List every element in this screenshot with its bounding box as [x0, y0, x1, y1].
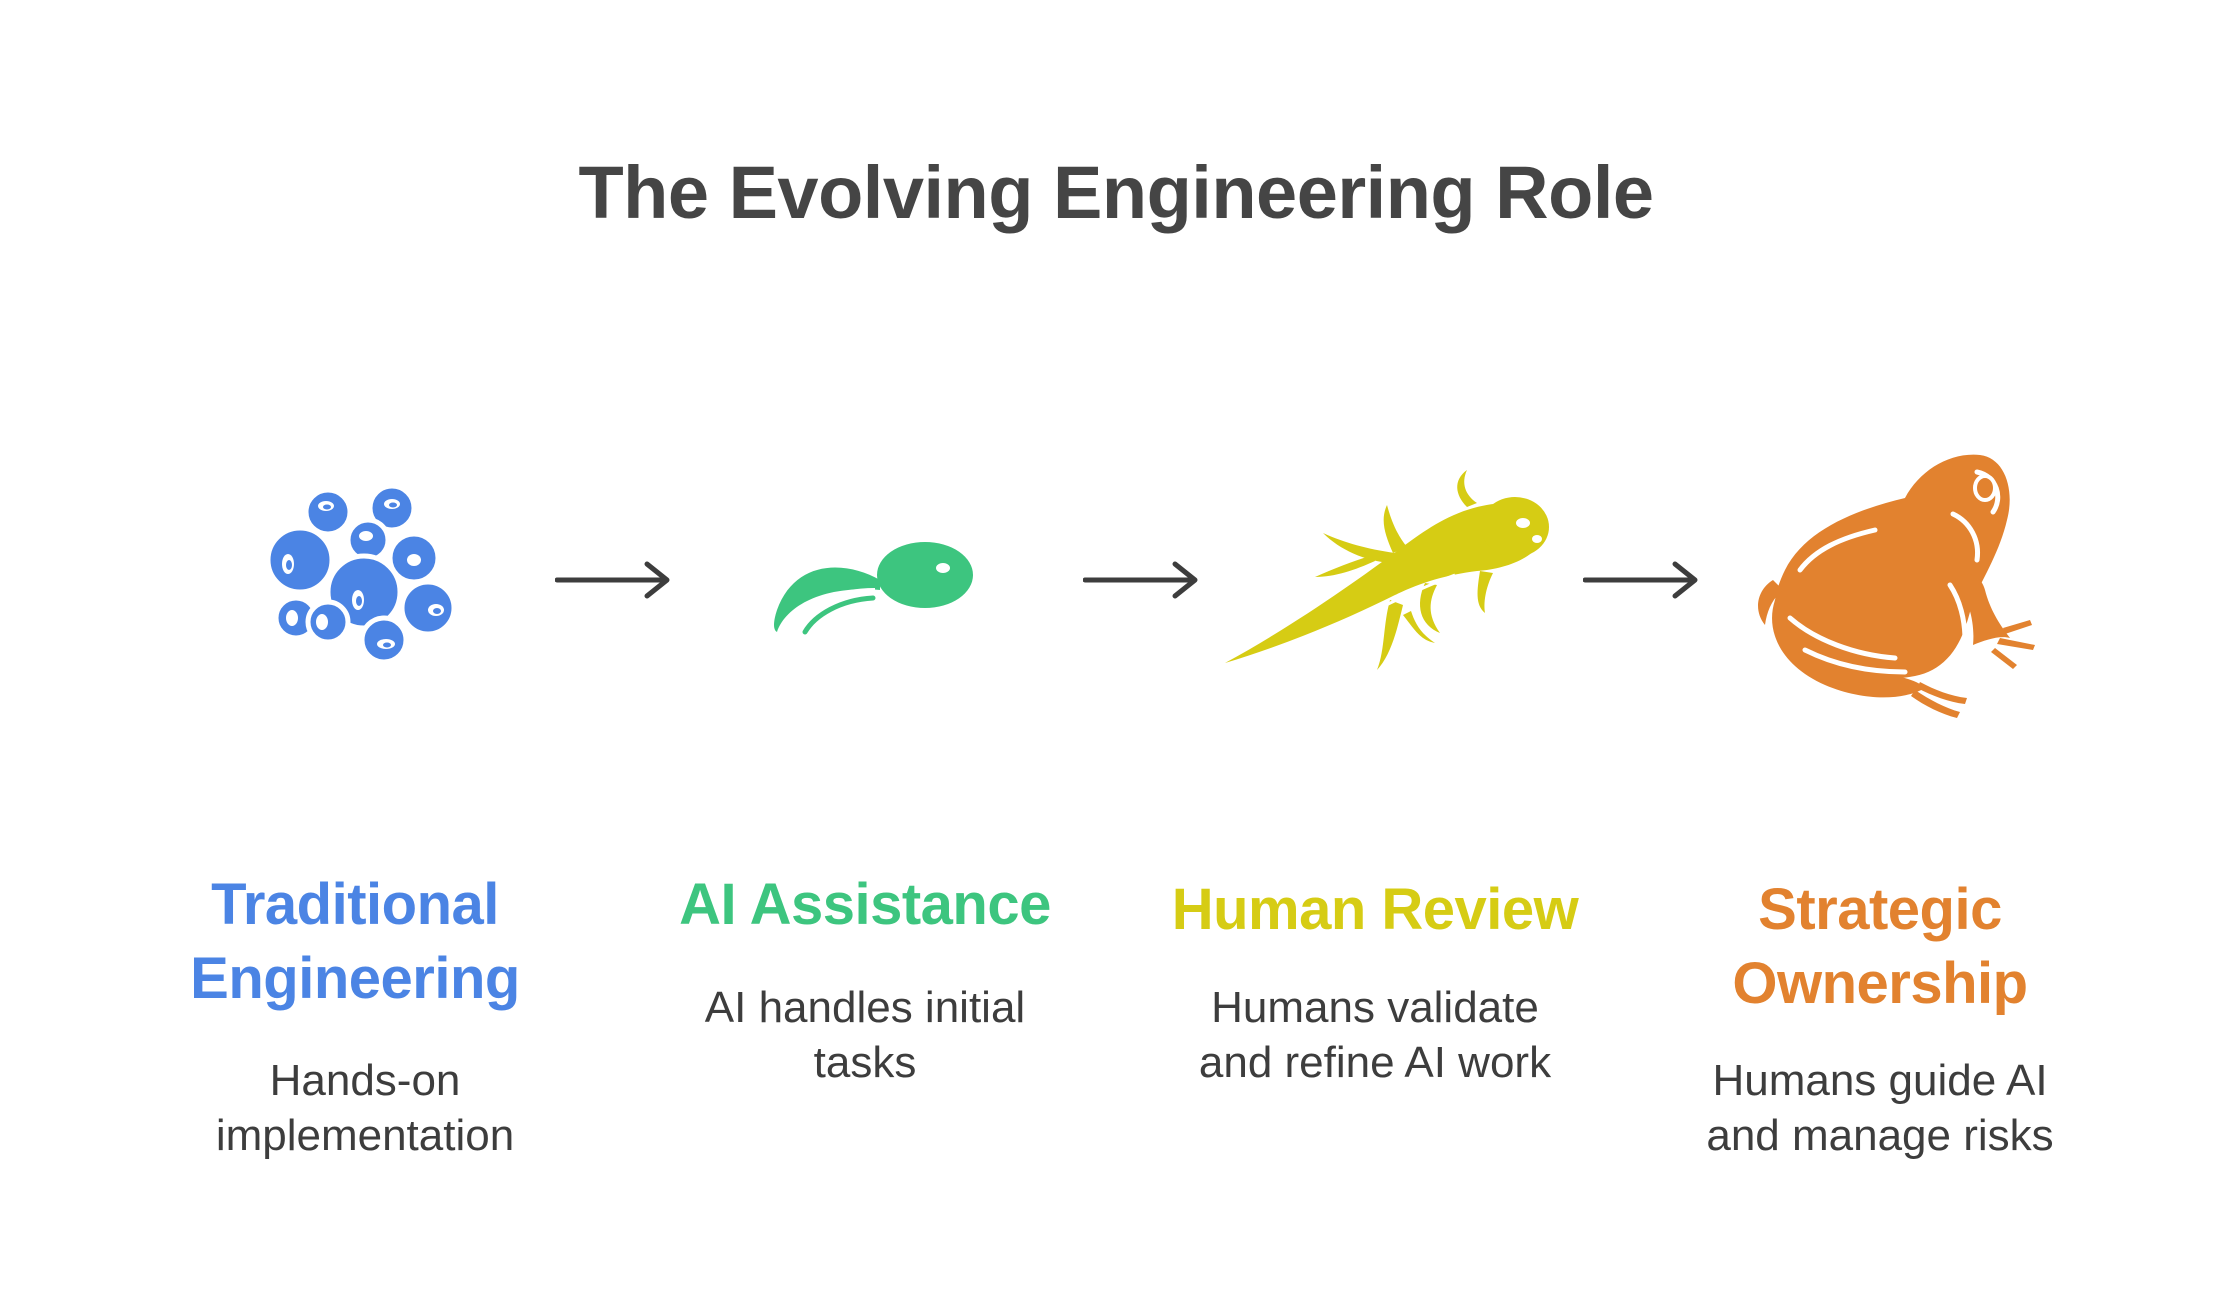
- stage-4-label: Strategic Ownership: [1680, 873, 2080, 1021]
- stage-3-description: Humans validate and refine AI work: [1160, 980, 1590, 1090]
- arrow-1: [555, 561, 670, 599]
- stage-4-desc-line2: and manage risks: [1706, 1111, 2054, 1160]
- frog-eggs-icon: [265, 483, 457, 665]
- stage-4-description: Humans guide AI and manage risks: [1670, 1053, 2090, 1163]
- stage-3-label: Human Review: [1160, 873, 1590, 947]
- froglet-icon: [1225, 470, 1549, 670]
- stage-1-desc-line2: implementation: [215, 1111, 515, 1160]
- stage-1-desc-line1: Hands-on: [269, 1056, 461, 1105]
- stage-1-description: Hands-on implementation: [155, 1053, 575, 1163]
- stage-3-desc-line1: Humans validate: [1211, 983, 1539, 1032]
- tadpole-icon: [774, 542, 973, 635]
- stage-1-label-line2: Engineering: [190, 946, 520, 1011]
- stage-2-label: AI Assistance: [660, 868, 1070, 942]
- stage-2-desc-line2: tasks: [813, 1038, 917, 1087]
- frog-icon: [1758, 454, 2035, 718]
- stage-4-label-line1: Strategic: [1758, 877, 2002, 942]
- stage-2-label-line1: AI Assistance: [679, 872, 1051, 937]
- stage-2-description: AI handles initial tasks: [660, 980, 1070, 1090]
- stage-3-label-line1: Human Review: [1171, 877, 1579, 942]
- stage-4-label-line2: Ownership: [1732, 951, 2028, 1016]
- arrow-2: [1083, 561, 1198, 599]
- arrow-3: [1583, 561, 1698, 599]
- diagram-title: The Evolving Engineering Role: [578, 151, 1654, 234]
- stage-2-desc-line1: AI handles initial: [704, 983, 1026, 1032]
- stage-4-desc-line1: Humans guide AI: [1712, 1056, 2048, 1105]
- stage-1-label-line1: Traditional: [211, 872, 499, 937]
- stage-1-label: Traditional Engineering: [155, 868, 555, 1016]
- stage-3-desc-line2: and refine AI work: [1198, 1038, 1552, 1087]
